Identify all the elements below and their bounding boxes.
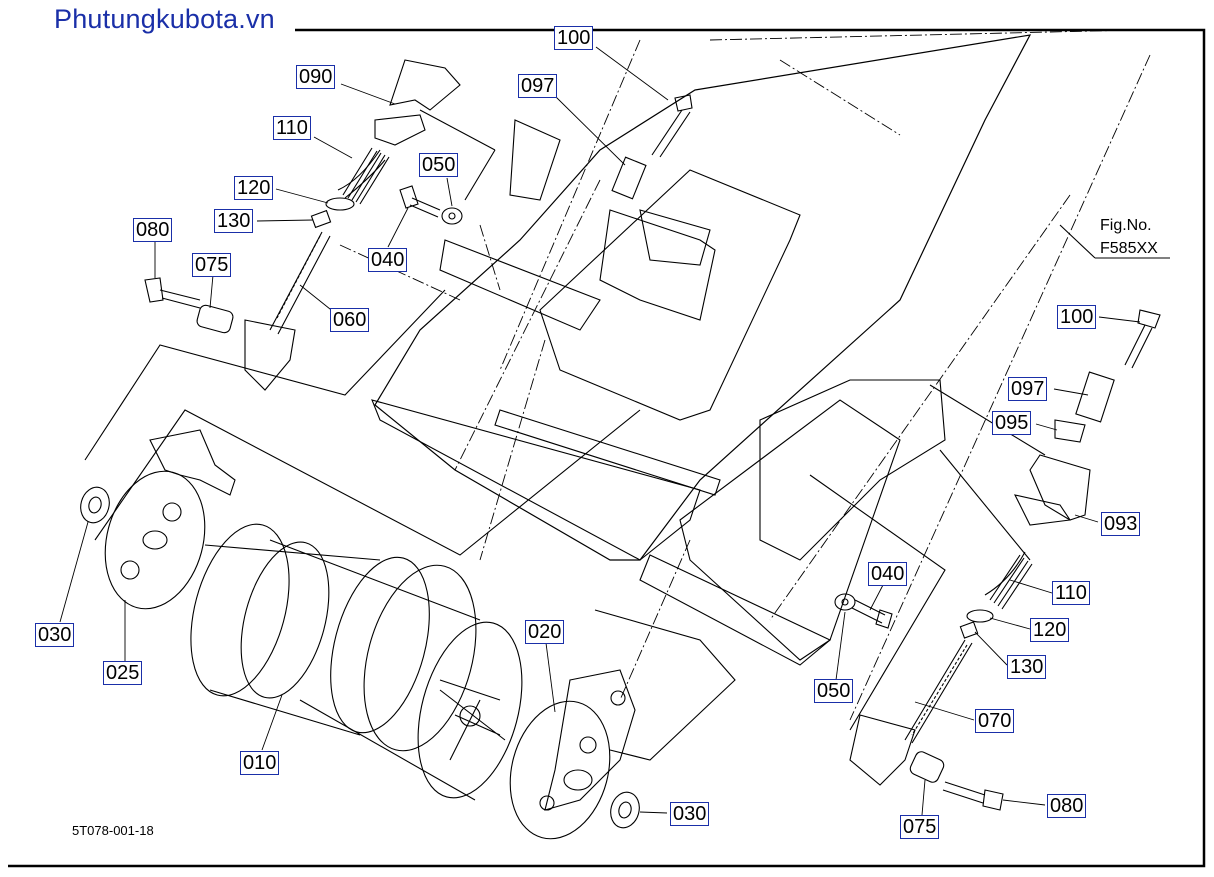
- part-label-110-right[interactable]: 110: [1052, 581, 1090, 605]
- main-frame-inner: [540, 170, 800, 420]
- part-label-010[interactable]: 010: [240, 751, 280, 775]
- center-bracket: [600, 210, 715, 320]
- left-top-bracket: [510, 120, 560, 200]
- left-end-plate-025: [91, 460, 220, 620]
- part-label-060[interactable]: 060: [330, 308, 370, 332]
- part-label-075-right[interactable]: 075: [900, 815, 940, 839]
- part-label-097-right[interactable]: 097: [1008, 377, 1048, 401]
- part-label-100-top[interactable]: 100: [554, 26, 594, 50]
- part-label-050-right[interactable]: 050: [814, 679, 854, 703]
- part-label-080-left[interactable]: 080: [133, 218, 173, 242]
- part-label-090[interactable]: 090: [296, 65, 336, 89]
- spring-110-top: [338, 148, 389, 204]
- part-label-030-left[interactable]: 030: [35, 623, 75, 647]
- left-slot-plate: [440, 240, 600, 330]
- drum-010-left-rim: [174, 513, 306, 706]
- part-label-075-left[interactable]: 075: [192, 253, 232, 277]
- mid-link: [495, 410, 720, 495]
- part-label-110-top[interactable]: 110: [273, 116, 311, 140]
- part-label-080-right[interactable]: 080: [1047, 794, 1087, 818]
- part-label-120-right[interactable]: 120: [1030, 618, 1070, 642]
- figure-number-label: Fig.No.: [1100, 217, 1152, 234]
- site-watermark: Phutungkubota.vn: [54, 4, 275, 34]
- right-lower-flange: [640, 555, 830, 665]
- right-bracket-plate: [760, 380, 945, 560]
- main-frame-flange: [372, 400, 700, 560]
- spring-110-right: [985, 552, 1032, 609]
- drum-010-right-rim: [400, 611, 539, 810]
- part-label-030-right[interactable]: 030: [670, 802, 710, 826]
- figure-number: Fig.No. F585XX: [1100, 214, 1158, 260]
- part-label-130-top[interactable]: 130: [214, 209, 254, 233]
- frame-border: [8, 30, 1204, 866]
- main-frame-plate: [375, 35, 1030, 560]
- right-tension-bracket-093: [1030, 455, 1090, 520]
- part-label-100-right[interactable]: 100: [1057, 305, 1097, 329]
- center-bracket-lug: [640, 210, 710, 265]
- part-label-095[interactable]: 095: [992, 411, 1032, 435]
- part-label-070[interactable]: 070: [975, 709, 1015, 733]
- tension-bracket-090: [390, 60, 460, 110]
- part-label-130-right[interactable]: 130: [1007, 655, 1047, 679]
- right-end-plate-020: [496, 690, 625, 850]
- part-label-097-top[interactable]: 097: [518, 74, 558, 98]
- part-label-040-right[interactable]: 040: [868, 562, 908, 586]
- figure-number-value: F585XX: [1100, 240, 1158, 257]
- part-label-120-top[interactable]: 120: [234, 176, 274, 200]
- part-label-025[interactable]: 025: [103, 661, 143, 685]
- part-label-050-top[interactable]: 050: [419, 153, 459, 177]
- right-support-bracket: [545, 670, 635, 810]
- part-label-040-top[interactable]: 040: [368, 248, 408, 272]
- drawing-code: 5T078-001-18: [72, 823, 154, 838]
- part-label-020[interactable]: 020: [525, 620, 565, 644]
- part-label-093[interactable]: 093: [1101, 512, 1141, 536]
